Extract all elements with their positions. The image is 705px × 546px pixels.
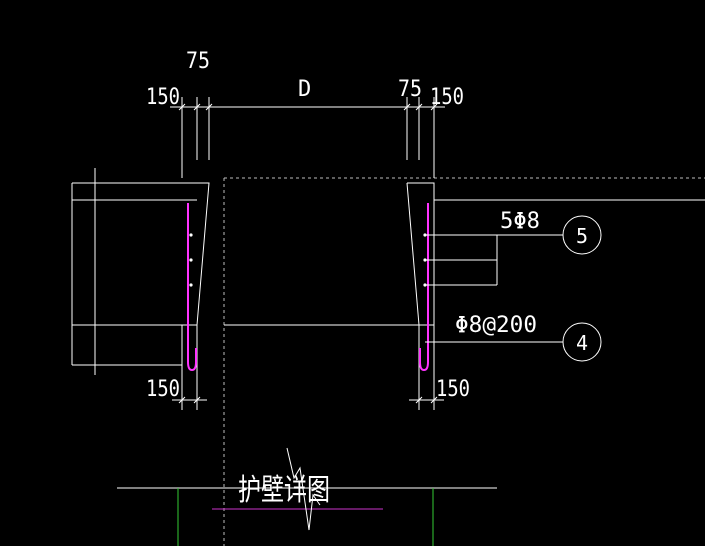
callout-5-circle	[562, 215, 602, 255]
dim-top-left-inner: 75	[186, 49, 210, 74]
left-wall-section	[71, 168, 210, 410]
callout-5-label: 5Φ8	[500, 209, 540, 234]
dim-bottom-left: 150	[146, 377, 180, 402]
dim-top-right-inner: 75	[398, 77, 422, 102]
bottom-dimension	[172, 396, 444, 404]
rebar-lines	[187, 203, 429, 372]
drawing-title: 护壁详图	[238, 473, 330, 508]
callout-4-label: Φ8@200	[455, 313, 537, 338]
callout-5-number: 5	[576, 224, 588, 248]
dim-top-center: D	[298, 77, 311, 102]
callout-4-circle	[562, 322, 602, 362]
dashed-reference-lines	[223, 177, 705, 546]
leader-lines	[425, 234, 563, 343]
callout-4: 4 Φ8@200	[455, 313, 602, 362]
title-area	[117, 447, 497, 546]
callout-5: 5 5Φ8	[500, 209, 602, 255]
dim-top-left-outer: 150	[146, 85, 180, 110]
top-dimension	[170, 97, 445, 178]
callout-4-number: 4	[576, 331, 588, 355]
dim-top-right-outer: 150	[430, 85, 464, 110]
dim-bottom-right: 150	[436, 377, 470, 402]
